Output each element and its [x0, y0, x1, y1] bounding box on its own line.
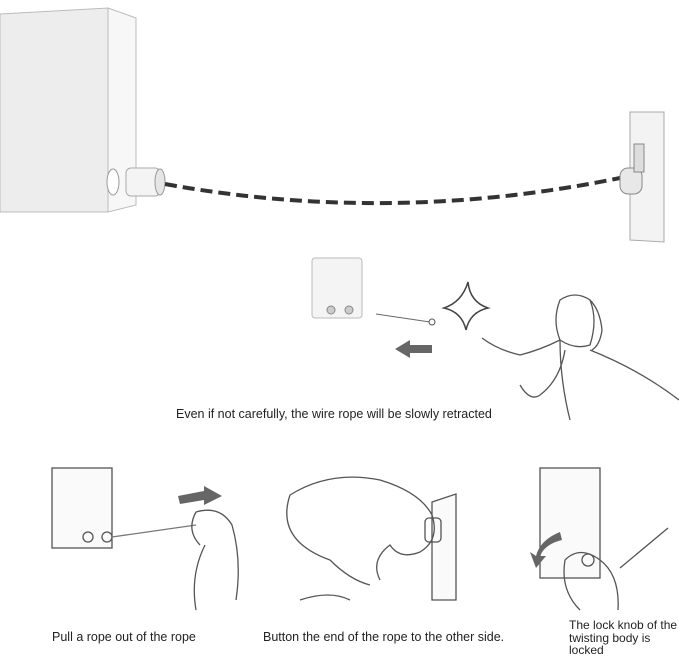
- arrow-rotate-icon: [530, 532, 562, 568]
- caption-retract: Even if not carefully, the wire rope wil…: [176, 407, 492, 421]
- step3-illustration: [539, 467, 669, 611]
- person-illustration: [481, 294, 679, 421]
- snap-star-icon: [441, 281, 491, 331]
- step1-illustration: [51, 467, 239, 611]
- arrow-left-icon: [395, 340, 432, 358]
- arrow-right-icon: [178, 486, 222, 505]
- retractable-box-large: [0, 7, 166, 213]
- step2-illustration: [286, 476, 457, 601]
- rope-dashed: [164, 176, 621, 206]
- caption-button: Button the end of the rope to the other …: [263, 630, 505, 644]
- wall-hook-plate: [619, 111, 665, 243]
- caption-lock: The lock knob of the twisting body is lo…: [569, 618, 678, 657]
- caption-pull: Pull a rope out of the rope: [52, 630, 196, 644]
- wire: [375, 313, 431, 323]
- retractable-box-small: [311, 257, 363, 319]
